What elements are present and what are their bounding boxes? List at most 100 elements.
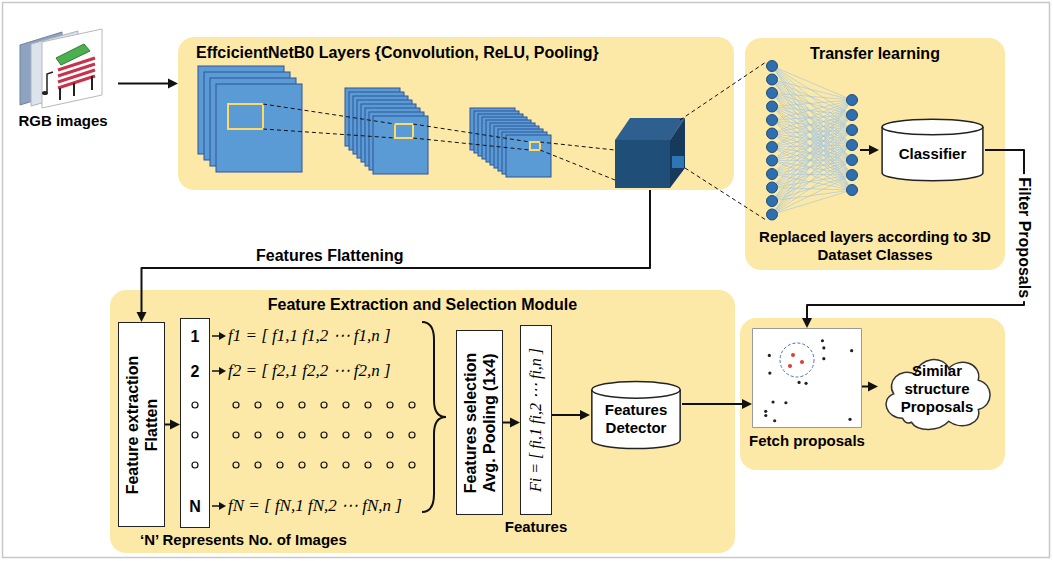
ellipsis-dot <box>255 432 261 438</box>
cylinder-top <box>592 381 680 398</box>
data-point <box>804 382 807 385</box>
node-label: Transfer learning <box>745 44 1005 63</box>
nn-link <box>772 93 852 160</box>
ellipsis-dot <box>343 432 349 438</box>
ellipsis-dot <box>277 402 283 408</box>
neuron <box>767 61 778 72</box>
brace <box>422 322 446 512</box>
connector <box>682 399 752 409</box>
ellipsis-dot <box>387 432 393 438</box>
node-label: Fetch proposals <box>749 432 865 450</box>
ellipsis-dot <box>387 462 393 468</box>
node-label: Fi = [ fi,1 fi,2 ⋯ fi,n ] <box>526 331 545 509</box>
near-point <box>788 364 792 368</box>
node-text: fN = [ fN,1 fN,2 ⋯ fN,n ] <box>228 496 402 516</box>
ellipsis-dot <box>321 432 327 438</box>
connector <box>165 420 180 430</box>
neural-network <box>767 61 858 221</box>
feature-map <box>373 116 428 174</box>
classifier-cylinder: Classifier <box>880 118 985 182</box>
nn-link <box>772 130 852 161</box>
nn-link <box>772 93 852 190</box>
ellipsis-dot <box>277 432 283 438</box>
node-text: f1 = [ f1,1 f1,2 ⋯ f1,n ] <box>228 326 391 346</box>
nn-link <box>772 145 852 174</box>
nn-to-classifier-arrow <box>860 145 879 155</box>
neuron <box>847 110 858 121</box>
node-text: f2 = [ f2,1 f2,2 ⋯ f2,n ] <box>228 361 391 381</box>
module-panel: Feature Extraction and Selection Module f… <box>110 290 735 553</box>
node-label: Features selection Avg. Pooling (1x4) <box>460 336 498 509</box>
feature-map <box>216 84 302 172</box>
nn-link <box>772 130 852 201</box>
data-point <box>784 401 787 404</box>
neuron <box>847 125 858 136</box>
nn-link <box>772 93 852 175</box>
conv-feature-maps <box>198 66 551 177</box>
near-point <box>800 360 804 364</box>
neuron <box>847 155 858 166</box>
node-label: Feature Extraction and Selection Module <box>110 295 735 314</box>
neuron <box>847 170 858 181</box>
data-point <box>764 414 767 417</box>
neuron <box>767 88 778 99</box>
ellipsis-dot <box>409 402 415 408</box>
connector-line <box>503 422 511 424</box>
ellipsis-dot <box>192 432 198 438</box>
scatter-plot <box>752 328 862 428</box>
data-point <box>848 418 851 421</box>
ellipsis-dot <box>321 462 327 468</box>
ellipsis-dots <box>192 402 415 468</box>
cylinder-top <box>882 119 983 134</box>
node-label: EffcicientNetB0 Layers {Convolution, ReL… <box>196 43 599 62</box>
nn-link <box>772 145 852 201</box>
connector-line <box>862 386 869 388</box>
kernel-window <box>228 104 263 129</box>
row-arrows <box>212 332 226 510</box>
ellipsis-dot <box>409 432 415 438</box>
ellipsis-dot <box>192 462 198 468</box>
nn-link <box>772 145 852 215</box>
nn-link <box>772 115 852 201</box>
proposal-panel <box>740 318 1005 470</box>
edge-label: Filter Proposals <box>1014 174 1033 301</box>
neuron <box>847 95 858 106</box>
nn-link <box>772 66 852 115</box>
ellipsis-dot <box>255 462 261 468</box>
rgb-image-stack <box>20 29 102 108</box>
process-box: Feature extraction Flatten <box>118 322 165 527</box>
neighbourhood-circle <box>780 343 814 377</box>
near-point <box>791 353 795 357</box>
ellipsis-dot <box>255 402 261 408</box>
ellipsis-dot <box>299 402 305 408</box>
connector-line <box>142 190 651 313</box>
neuron <box>767 196 778 207</box>
data-point <box>850 349 853 352</box>
index-number: N <box>181 497 209 516</box>
node-label: Features Detector <box>592 401 680 437</box>
connector-line <box>118 83 169 85</box>
data-point <box>768 354 771 357</box>
nn-link <box>772 100 852 188</box>
connector-line <box>552 414 581 416</box>
nn-link <box>772 107 852 191</box>
index-number: 1 <box>181 327 209 346</box>
data-point <box>822 357 825 360</box>
data-point <box>821 339 824 342</box>
connector-line <box>165 424 171 426</box>
neuron <box>767 128 778 139</box>
ellipsis-dot <box>343 402 349 408</box>
plot-frame <box>753 329 862 428</box>
data-point <box>768 371 771 374</box>
neuron <box>847 185 858 196</box>
arrow-head <box>168 79 178 89</box>
connector <box>862 382 878 392</box>
ellipsis-dot <box>192 402 198 408</box>
connector <box>503 418 520 428</box>
nn-link <box>772 160 852 215</box>
ellipsis-dot <box>233 402 239 408</box>
neuron <box>767 101 778 112</box>
data-point <box>822 346 825 349</box>
arrow-head <box>742 399 752 409</box>
